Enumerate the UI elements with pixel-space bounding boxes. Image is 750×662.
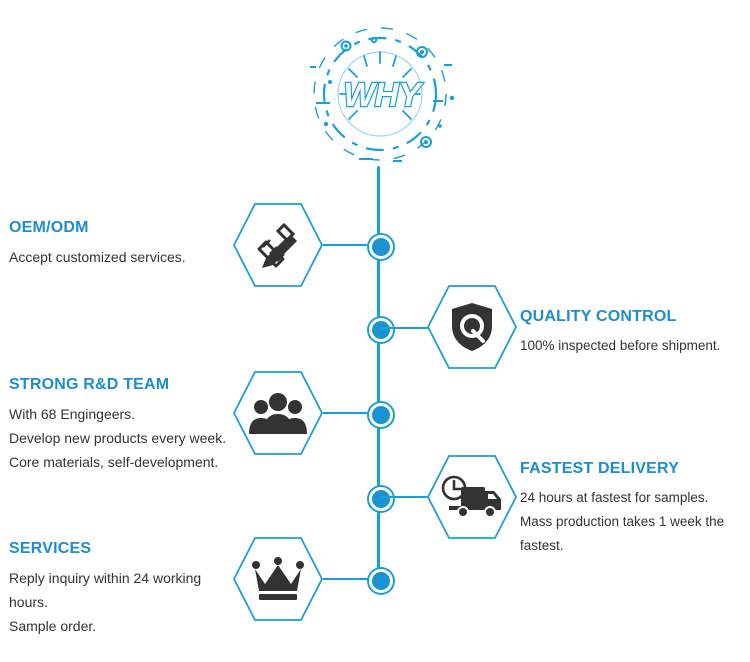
fastest-delivery-node xyxy=(369,487,393,511)
rnd-team-title: STRONG R&D TEAM xyxy=(9,376,170,393)
oem-odm-title: OEM/ODM xyxy=(9,219,89,236)
fastest-delivery-lines: 24 hours at fastest for samples. Mass pr… xyxy=(520,486,745,558)
services-connector xyxy=(323,578,377,580)
oem-odm-lines: Accept customized services. xyxy=(9,245,219,269)
fastest-delivery-item: FASTEST DELIVERY 24 hours at fastest for… xyxy=(520,459,745,558)
quality-control-node xyxy=(369,318,393,342)
fastest-delivery-title: FASTEST DELIVERY xyxy=(520,460,680,477)
why-emblem-graphic: WHY xyxy=(310,27,455,162)
services-node xyxy=(369,569,393,593)
services-item: SERVICES Reply inquiry within 24 working… xyxy=(9,539,234,638)
services-line: hours. xyxy=(9,594,48,610)
oem-odm-hexagon xyxy=(233,203,323,287)
oem-odm-line: Accept customized services. xyxy=(9,249,186,265)
fastest-delivery-line: fastest. xyxy=(520,538,564,553)
timeline-line xyxy=(377,166,380,579)
services-line: Sample order. xyxy=(9,618,97,634)
rnd-team-line: Core materials, self-development. xyxy=(9,454,219,470)
fastest-delivery-line: Mass production takes 1 week the xyxy=(520,514,725,529)
emblem-text: WHY xyxy=(344,76,424,113)
rnd-team-line: Develop new products every week. xyxy=(9,430,227,446)
oem-odm-item: OEM/ODM Accept customized services. xyxy=(9,218,219,269)
crown-icon xyxy=(233,537,323,621)
why-emblem: WHY xyxy=(290,18,470,170)
quality-control-title: QUALITY CONTROL xyxy=(520,308,677,325)
quality-control-line: 100% inspected before shipment. xyxy=(520,338,721,353)
truck-clock-icon xyxy=(427,455,517,539)
fastest-delivery-connector xyxy=(380,496,428,498)
services-line: Reply inquiry within 24 working xyxy=(9,570,202,586)
fastest-delivery-line: 24 hours at fastest for samples. xyxy=(520,490,709,505)
pencil-icon xyxy=(233,203,323,287)
rnd-team-node xyxy=(369,403,393,427)
rnd-team-lines: With 68 Engingeers. Develop new products… xyxy=(9,402,234,474)
team-icon xyxy=(233,371,323,455)
hexagon-shape xyxy=(233,203,323,287)
oem-odm-node xyxy=(369,235,393,259)
quality-control-lines: 100% inspected before shipment. xyxy=(520,334,740,358)
quality-control-item: QUALITY CONTROL 100% inspected before sh… xyxy=(520,307,740,358)
quality-control-connector xyxy=(380,327,428,329)
rnd-team-connector xyxy=(323,412,377,414)
rnd-team-line: With 68 Engingeers. xyxy=(9,406,136,422)
services-lines: Reply inquiry within 24 working hours. S… xyxy=(9,566,234,638)
oem-odm-connector xyxy=(323,244,377,246)
services-title: SERVICES xyxy=(9,540,92,557)
shield-q-icon xyxy=(427,285,517,369)
rnd-team-item: STRONG R&D TEAM With 68 Engingeers. Deve… xyxy=(9,375,234,474)
